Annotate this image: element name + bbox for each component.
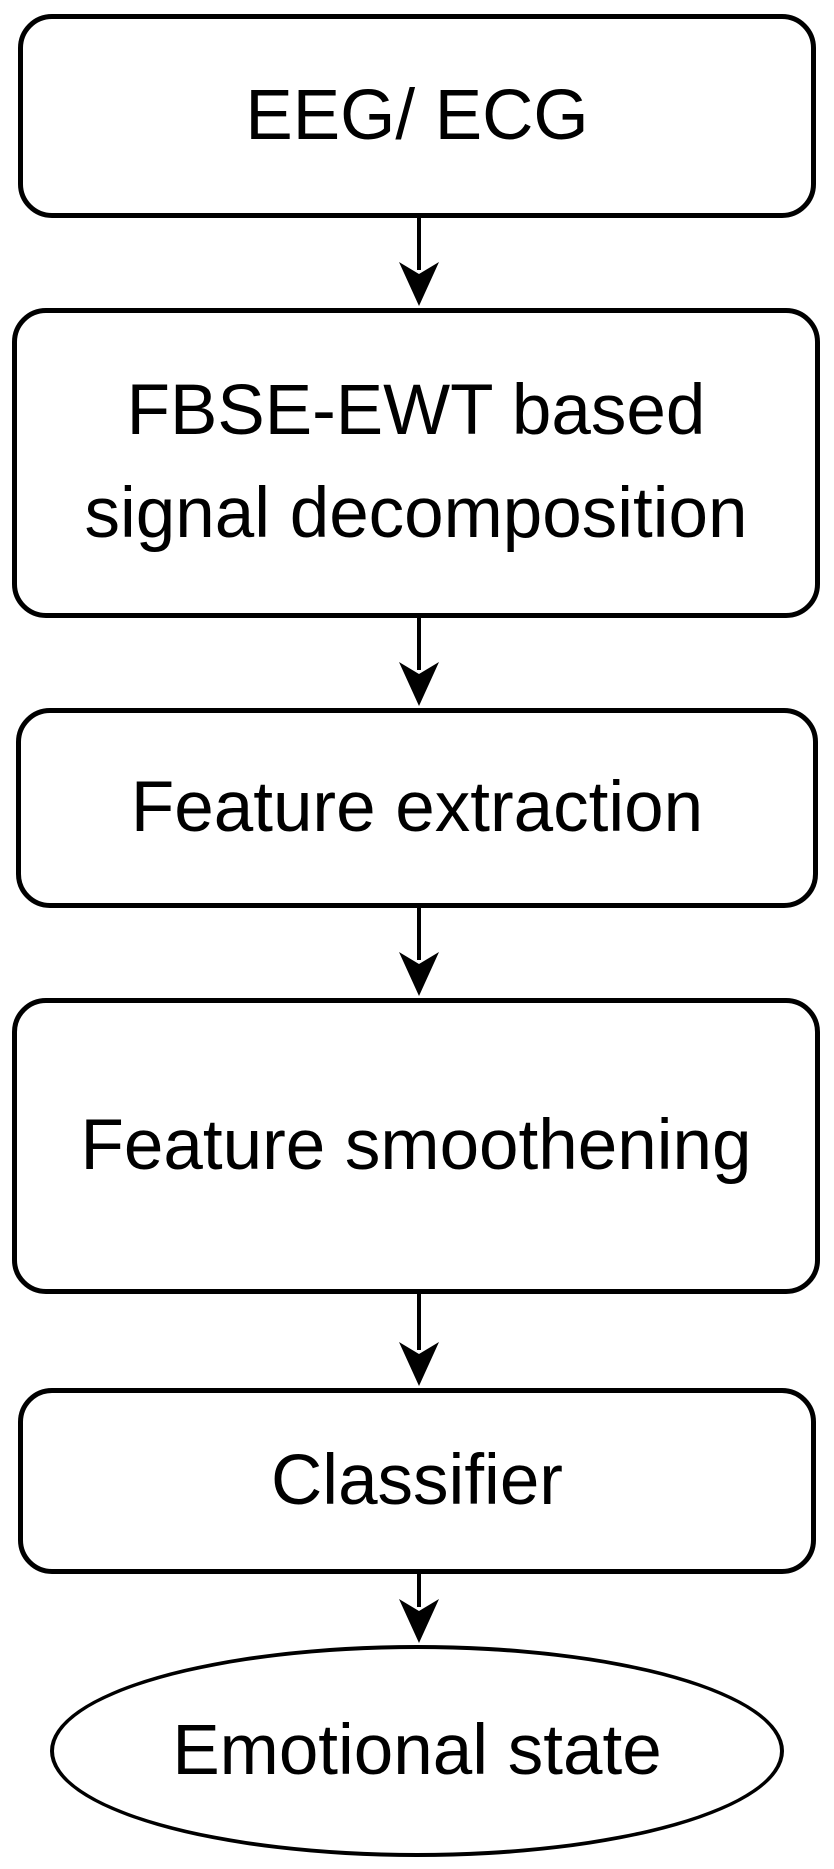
node-label: Emotional state bbox=[172, 1710, 662, 1790]
node-label: Feature smoothening bbox=[80, 1105, 752, 1185]
flowchart-node-feature-smoothening: Feature smoothening bbox=[12, 998, 820, 1294]
node-label: EEG/ ECG bbox=[245, 75, 589, 155]
node-label: Classifier bbox=[271, 1440, 563, 1520]
flowchart-node-emotional-state: Emotional state bbox=[50, 1645, 784, 1857]
flowchart-node-feature-extraction: Feature extraction bbox=[16, 708, 818, 908]
flow-arrow-down-icon bbox=[399, 1574, 439, 1643]
node-label: FBSE-EWT based signal decomposition bbox=[84, 371, 748, 553]
flowchart-node-eeg-ecg: EEG/ ECG bbox=[18, 14, 816, 218]
node-label: Feature extraction bbox=[130, 767, 704, 847]
flowchart-node-signal-decomposition: FBSE-EWT based signal decomposition bbox=[12, 308, 820, 618]
flow-arrow-down-icon bbox=[399, 218, 439, 306]
flow-arrow-down-icon bbox=[399, 618, 439, 706]
flow-arrow-down-icon bbox=[399, 1294, 439, 1386]
flowchart-node-classifier: Classifier bbox=[18, 1388, 816, 1574]
flow-arrow-down-icon bbox=[399, 908, 439, 996]
